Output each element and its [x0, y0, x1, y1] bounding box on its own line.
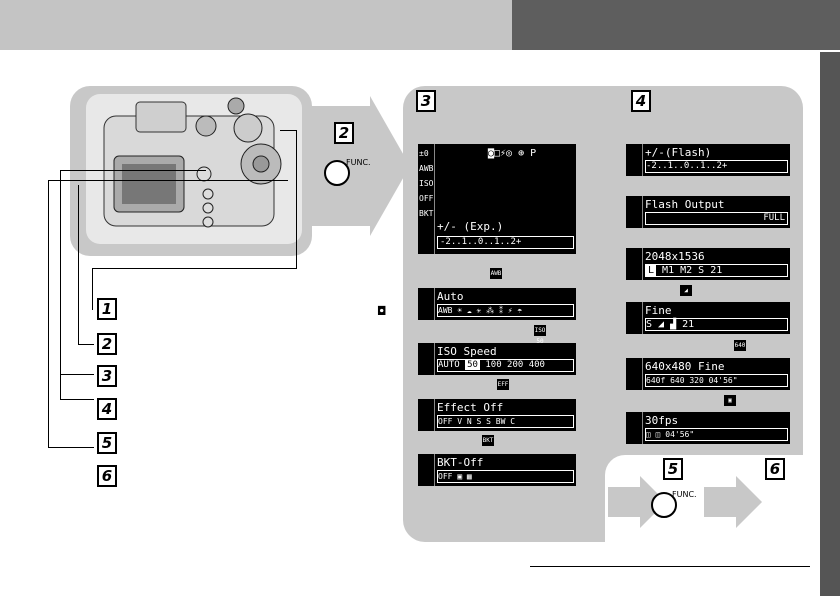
leader-line [48, 180, 288, 181]
menu-side [626, 412, 643, 444]
menu-title: Effect Off [437, 401, 504, 414]
bkt-menu: BKT-Off OFF ▣ ▦ [418, 454, 576, 486]
menu-title: Flash Output [645, 198, 725, 211]
menu-title: 30fps [645, 414, 679, 427]
menu-title: Fine [645, 304, 672, 317]
right-arrow-icon [704, 476, 762, 528]
bkt-icon: BKT [482, 435, 494, 446]
flash-exp-menu: +/-(Flash) -2..1..0..1..2+ [626, 144, 790, 176]
resolution-menu: 2048x1536 L M1 M2 S 21 [626, 248, 790, 280]
menu-title: ISO Speed [437, 345, 497, 358]
leader-line [60, 374, 94, 375]
camera-icon: ◘ [378, 304, 386, 318]
lcd-side-menu [418, 144, 435, 254]
effect-menu: Effect Off OFF V N S S BW C [418, 399, 576, 431]
movie-menu: 640x480 Fine 640f 640 320 04'56" [626, 358, 790, 390]
fps-menu: 30fps ◫ ◫ 04'56" [626, 412, 790, 444]
right-arrow-icon [608, 476, 666, 528]
header-right-band [512, 0, 840, 50]
awb-icon: AWB [490, 268, 502, 279]
step-5-marker: 5 [663, 458, 683, 480]
menu-side [626, 302, 643, 334]
lcd-top-icons: ◙□⚡◎ ⊕ P [488, 148, 537, 159]
lcd-setting-label: +/- (Exp.) [437, 220, 504, 233]
iso-icon: ISO 50 [534, 325, 546, 345]
step-2-marker: 2 [334, 122, 354, 144]
step-3-marker: 3 [97, 365, 117, 387]
menu-side [626, 358, 643, 390]
menu-options: AUTO 50 100 200 400 [437, 359, 574, 372]
leader-line [78, 185, 79, 345]
step-1-marker: 1 [97, 298, 117, 320]
leader-line [78, 344, 94, 345]
iso-menu: ISO Speed AUTO 50 100 200 400 [418, 343, 576, 375]
step-6-marker: 6 [765, 458, 785, 480]
menu-options: FULL [645, 212, 788, 225]
menu-side [418, 343, 435, 375]
step-4-marker: 4 [97, 398, 117, 420]
menu-options: OFF ▣ ▦ [437, 470, 574, 483]
camera-back-icon [103, 97, 282, 228]
step-5-marker: 5 [97, 432, 117, 454]
flash-output-menu: Flash Output FULL [626, 196, 790, 228]
lcd-exposure-scale: -2..1..0..1..2+ [437, 236, 574, 249]
step-4-marker: 4 [631, 90, 651, 112]
func-button-icon [324, 160, 350, 186]
menu-side [626, 248, 643, 280]
menu-side [418, 454, 435, 486]
func-label: FUNC. [346, 158, 371, 167]
leader-line [48, 447, 94, 448]
leader-line [280, 130, 297, 131]
menu-options: 640f 640 320 04'56" [645, 374, 788, 387]
menu-options: ◫ ◫ 04'56" [645, 428, 788, 441]
camera-illustration [86, 94, 302, 244]
step-2-marker: 2 [97, 333, 117, 355]
menu-options: OFF V N S S BW C [437, 415, 574, 428]
menu-side [626, 196, 643, 228]
leader-line [296, 130, 297, 269]
menu-side [418, 399, 435, 431]
menu-title: Auto [437, 290, 464, 303]
footer-rule [530, 566, 810, 567]
menu-title: BKT-Off [437, 456, 484, 469]
menu-title: 640x480 Fine [645, 360, 725, 373]
menu-options: S ◢ ▟ 21 [645, 318, 788, 331]
menu-options: L M1 M2 S 21 [645, 264, 788, 277]
menu-options: AWB ☀ ☁ ✳ ⁂ ⁑ ⚡ ☂ [437, 304, 574, 317]
menu-side [626, 144, 643, 176]
movie-size-icon: 640 [734, 340, 746, 351]
step-6-marker: 6 [97, 465, 117, 487]
leader-line [60, 170, 206, 171]
menu-options: -2..1..0..1..2+ [645, 160, 788, 173]
wb-menu: Auto AWB ☀ ☁ ✳ ⁂ ⁑ ⚡ ☂ [418, 288, 576, 320]
func-label: FUNC. [672, 490, 697, 499]
effect-icon: EFF [497, 379, 509, 390]
header-left-band [0, 0, 512, 50]
leader-line [48, 180, 49, 448]
leader-line [60, 399, 94, 400]
side-tab-bar [820, 52, 840, 596]
leader-line [60, 170, 61, 400]
menu-side [418, 288, 435, 320]
func-button-icon [651, 492, 677, 518]
compression-menu: Fine S ◢ ▟ 21 [626, 302, 790, 334]
frame-rate-icon: ▣ [724, 395, 736, 406]
menu-title: +/-(Flash) [645, 146, 712, 159]
leader-line [92, 268, 93, 310]
menu-title: 2048x1536 [645, 250, 705, 263]
leader-line [92, 268, 297, 269]
quality-icon: ◢ [680, 285, 692, 296]
step-3-marker: 3 [416, 90, 436, 112]
